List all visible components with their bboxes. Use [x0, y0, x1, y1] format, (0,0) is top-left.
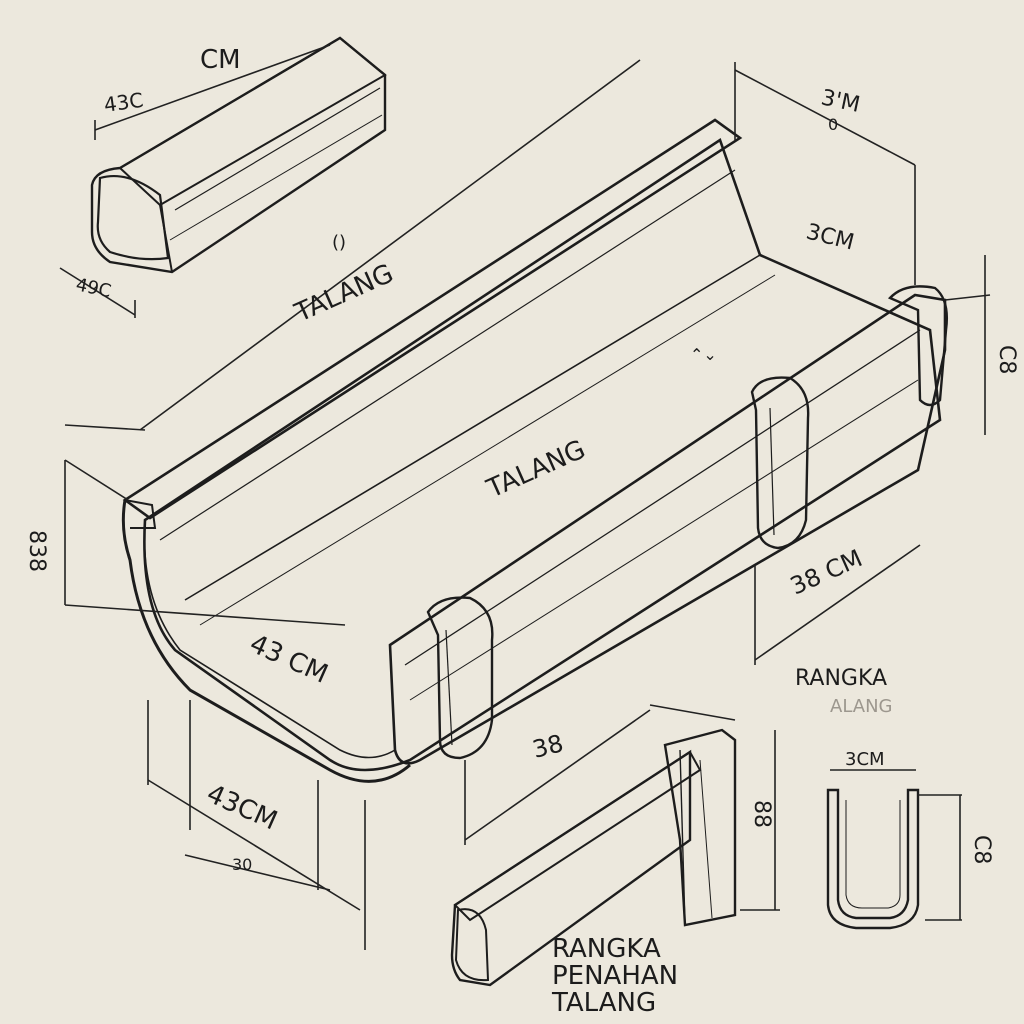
label-right-3cm: 3CM: [804, 220, 857, 256]
label-talang-middle: TALANG: [482, 435, 590, 505]
dimension-lines: [59, 44, 991, 950]
label-small-box-bottom: 49C: [74, 274, 113, 302]
label-right-38cm: 38 CM: [786, 544, 866, 600]
label-fold-mark: ⌃⌄: [690, 345, 717, 364]
gutter-hanger-front: [426, 596, 494, 760]
label-profile-3cm: 3CM: [845, 749, 885, 770]
label-bracket-line3: TALANG: [551, 988, 656, 1018]
label-small-box-left: 43C: [102, 88, 144, 117]
gutter-hanger-end: [887, 285, 949, 407]
label-bottom-small: 30: [232, 855, 252, 874]
label-front-43cm: 43 CM: [245, 629, 332, 690]
small-box-part: [90, 36, 387, 274]
label-rangka-title: RANGKA: [795, 666, 887, 691]
label-top-right-2: 0: [828, 115, 838, 134]
label-bottom-43cm: 43CM: [202, 779, 282, 836]
gutter-body: [121, 118, 947, 783]
label-talang-top: TALANG: [290, 259, 398, 329]
label-profile-c8: C8: [969, 835, 994, 864]
label-ring-mark: (): [332, 232, 346, 253]
label-top-right-1: 3'M: [819, 85, 862, 118]
label-right-vertical: C8: [994, 345, 1019, 374]
bracket-part: [450, 728, 737, 987]
label-bracket-line1: RANGKA: [552, 934, 661, 964]
label-rangka-sub: ALANG: [830, 696, 892, 717]
label-bracket-line2: PENAHAN: [552, 961, 678, 991]
label-bracket-88: 88: [749, 800, 774, 828]
gutter-hanger-middle: [750, 376, 810, 550]
label-small-box-top: CM: [200, 45, 241, 75]
label-left-vertical: 838: [24, 530, 49, 572]
gutter-profile-section: [826, 788, 920, 930]
label-bracket-38: 38: [530, 729, 566, 764]
